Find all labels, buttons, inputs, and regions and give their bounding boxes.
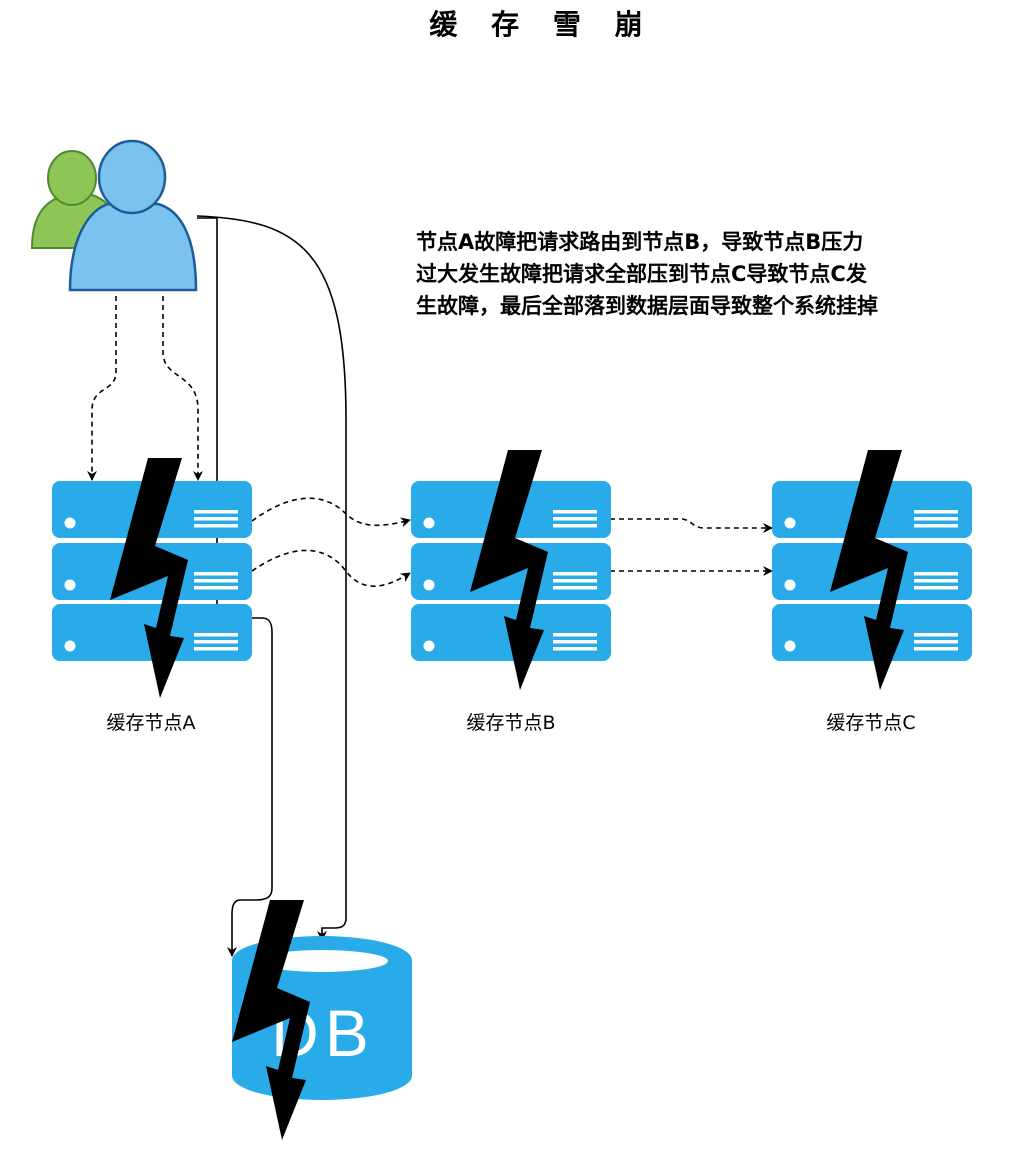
cache-node-a: 缓存节点A — [52, 458, 252, 734]
cache-node-b: 缓存节点B — [411, 450, 611, 734]
cache-node-b-label: 缓存节点B — [466, 712, 555, 734]
cache-node-c: 缓存节点C — [772, 450, 972, 734]
cache-node-a-label: 缓存节点A — [107, 712, 196, 734]
node-b-to-node-c-arrow-upper — [610, 518, 773, 533]
node-a-to-node-b-arrows — [251, 497, 411, 587]
node-a-to-node-b-arrow-upper — [251, 497, 411, 528]
lightning-bolt-icon — [232, 900, 310, 1140]
users-icon — [30, 139, 198, 292]
node-a-to-node-b-arrow-lower — [251, 549, 411, 587]
database: DB — [232, 900, 412, 1140]
user-to-node-a-right-arrow — [162, 296, 203, 481]
description-line-3: 生故障，最后全部落到数据层面导致整个系统挂掉 — [416, 294, 878, 318]
user-front-icon — [68, 139, 198, 292]
description-line-1: 节点A故障把请求路由到节点B，导致节点B压力 — [416, 230, 863, 254]
node-b-to-node-c-arrows — [610, 518, 773, 576]
user-to-node-a-left-arrow — [87, 296, 117, 481]
diagram-title: 缓 存 雪 崩 — [429, 8, 654, 41]
user-requests — [87, 296, 203, 481]
cache-node-c-label: 缓存节点C — [826, 712, 915, 734]
description-line-2: 过大发生故障把请求全部压到节点C导致节点C发 — [416, 262, 868, 286]
description-block: 节点A故障把请求路由到节点B，导致节点B压力 过大发生故障把请求全部压到节点C导… — [416, 230, 878, 318]
user-to-db-right-arrow — [196, 215, 347, 941]
user-back-icon — [30, 150, 120, 249]
